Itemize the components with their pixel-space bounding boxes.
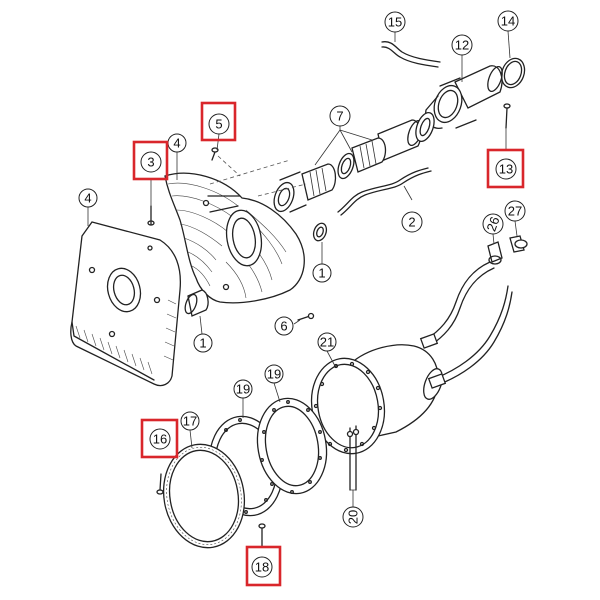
callout-19-front: 19 — [233, 379, 253, 399]
callout-13: 13 — [495, 158, 517, 180]
part-17-face-ring — [162, 443, 246, 549]
svg-text:7: 7 — [336, 109, 343, 124]
part-12-conduit — [425, 65, 503, 129]
callout-15: 15 — [384, 11, 406, 33]
callout-5: 5 — [208, 113, 230, 135]
highlight-box-16 — [140, 418, 179, 459]
part-21-light-fixture — [310, 261, 513, 455]
callout-12: 12 — [451, 34, 473, 56]
highlight-box-3 — [132, 140, 169, 181]
svg-text:21: 21 — [320, 335, 334, 350]
svg-text:1: 1 — [318, 266, 325, 281]
callout-19-rear: 19 — [264, 364, 284, 384]
svg-text:18: 18 — [255, 560, 269, 575]
part-15-hose — [381, 41, 441, 68]
svg-text:3: 3 — [147, 155, 154, 170]
callout-20: 20 — [342, 506, 364, 528]
part-19-gasket-rear — [256, 397, 328, 495]
callout-17: 17 — [180, 411, 200, 431]
part-3-screw — [147, 205, 155, 226]
svg-text:26: 26 — [483, 215, 502, 234]
svg-text:14: 14 — [501, 14, 515, 29]
svg-text:27: 27 — [508, 204, 522, 219]
part-5-screw — [211, 147, 241, 177]
part-1-bushing-lower — [184, 289, 209, 335]
svg-text:1: 1 — [199, 336, 206, 351]
part-18-screw — [258, 523, 266, 547]
highlight-boxes — [132, 101, 525, 587]
callout-3: 3 — [140, 151, 162, 173]
part-14-o-ring — [500, 57, 526, 89]
callout-1-lower: 1 — [193, 333, 213, 353]
svg-text:4: 4 — [173, 136, 180, 151]
callout-4-plate: 4 — [78, 188, 98, 208]
svg-text:4: 4 — [84, 191, 91, 206]
part-4-mounting-plate — [70, 221, 182, 387]
callout-4-housing: 4 — [167, 133, 187, 153]
highlight-box-5 — [200, 101, 237, 142]
svg-text:2: 2 — [408, 215, 415, 230]
part-26-fitting — [487, 241, 503, 265]
svg-text:19: 19 — [267, 367, 281, 382]
part-2-wire — [337, 167, 432, 216]
callout-21: 21 — [317, 332, 337, 352]
callout-14: 14 — [497, 10, 519, 32]
highlight-box-13 — [486, 148, 525, 189]
callout-27: 27 — [504, 200, 526, 222]
svg-text:20: 20 — [346, 510, 361, 524]
svg-text:17: 17 — [183, 414, 197, 429]
part-27-fitting — [509, 235, 528, 253]
callout-2: 2 — [401, 211, 423, 233]
callout-18: 18 — [251, 556, 273, 578]
part-1-bushing-upper — [312, 222, 328, 264]
svg-text:16: 16 — [153, 432, 167, 447]
part-20-screws — [346, 425, 360, 508]
callout-7: 7 — [329, 105, 351, 127]
part-4-niche-housing — [164, 172, 305, 304]
part-16-screw — [156, 473, 164, 495]
part-13-screw — [503, 103, 511, 129]
svg-text:6: 6 — [280, 319, 287, 334]
callout-16: 16 — [149, 428, 171, 450]
svg-text:15: 15 — [388, 15, 402, 30]
svg-text:13: 13 — [499, 162, 513, 177]
svg-text:12: 12 — [455, 38, 469, 53]
svg-text:19: 19 — [236, 382, 250, 397]
callout-26: 26 — [482, 213, 504, 235]
highlight-box-18 — [245, 545, 282, 587]
part-6-pin — [297, 312, 315, 321]
leader-lines — [87, 30, 518, 449]
callout-1-upper: 1 — [312, 263, 332, 283]
part-7-fittings — [273, 111, 435, 213]
callout-6: 6 — [274, 316, 294, 336]
svg-text:5: 5 — [215, 117, 222, 132]
